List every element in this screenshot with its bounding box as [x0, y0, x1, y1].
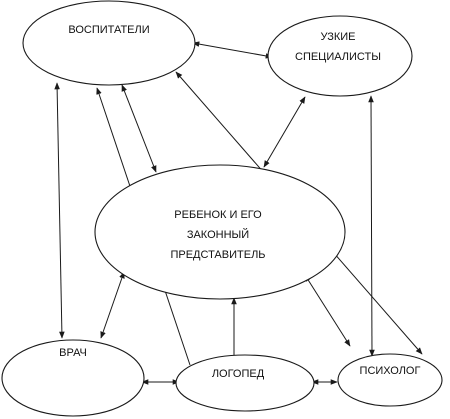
arrow-educators-child — [121, 84, 157, 173]
doctor-ellipse — [1, 339, 145, 417]
specialists-label-line-2: СПЕЦИАЛИСТЫ — [295, 51, 381, 63]
speech-therapist-label: ЛОГОПЕД — [212, 368, 265, 380]
speech-therapist-ellipse — [175, 354, 315, 412]
arrow-educators-specialists — [192, 41, 273, 59]
speech-therapist-node: ЛОГОПЕД — [175, 354, 315, 412]
psychologist-label: ПСИХОЛОГ — [360, 365, 421, 377]
child-label-line-1: РЕБЕНОК И ЕГО — [174, 209, 262, 221]
arrow-child-doctor — [100, 271, 125, 339]
arrow-specialists-psych — [368, 95, 375, 357]
arrow-educators-doctor — [54, 82, 65, 339]
educators-node: ВОСПИТАТЕЛИ — [22, 0, 196, 86]
specialists-node: УЗКИЕ СПЕЦИАЛИСТЫ — [267, 15, 413, 97]
doctor-node: ВРАЧ — [1, 339, 145, 417]
educators-label: ВОСПИТАТЕЛИ — [68, 24, 149, 36]
psychologist-ellipse — [337, 353, 443, 407]
specialists-ellipse — [267, 15, 413, 97]
doctor-label: ВРАЧ — [59, 347, 87, 359]
arrow-child-psych — [304, 274, 351, 347]
psychologist-node: ПСИХОЛОГ — [337, 353, 443, 407]
child-label-line-3: ПРЕДСТАВИТЕЛЬ — [170, 249, 265, 261]
arrow-specialists-child — [263, 96, 306, 168]
educators-ellipse — [22, 0, 196, 86]
child-label-line-2: ЗАКОННЫЙ — [187, 228, 249, 241]
child-and-representative-node: РЕБЕНОК И ЕГО ЗАКОННЫЙ ПРЕДСТАВИТЕЛЬ — [94, 164, 346, 300]
specialists-label-line-1: УЗКИЕ — [320, 31, 355, 43]
child-ellipse — [94, 164, 346, 300]
